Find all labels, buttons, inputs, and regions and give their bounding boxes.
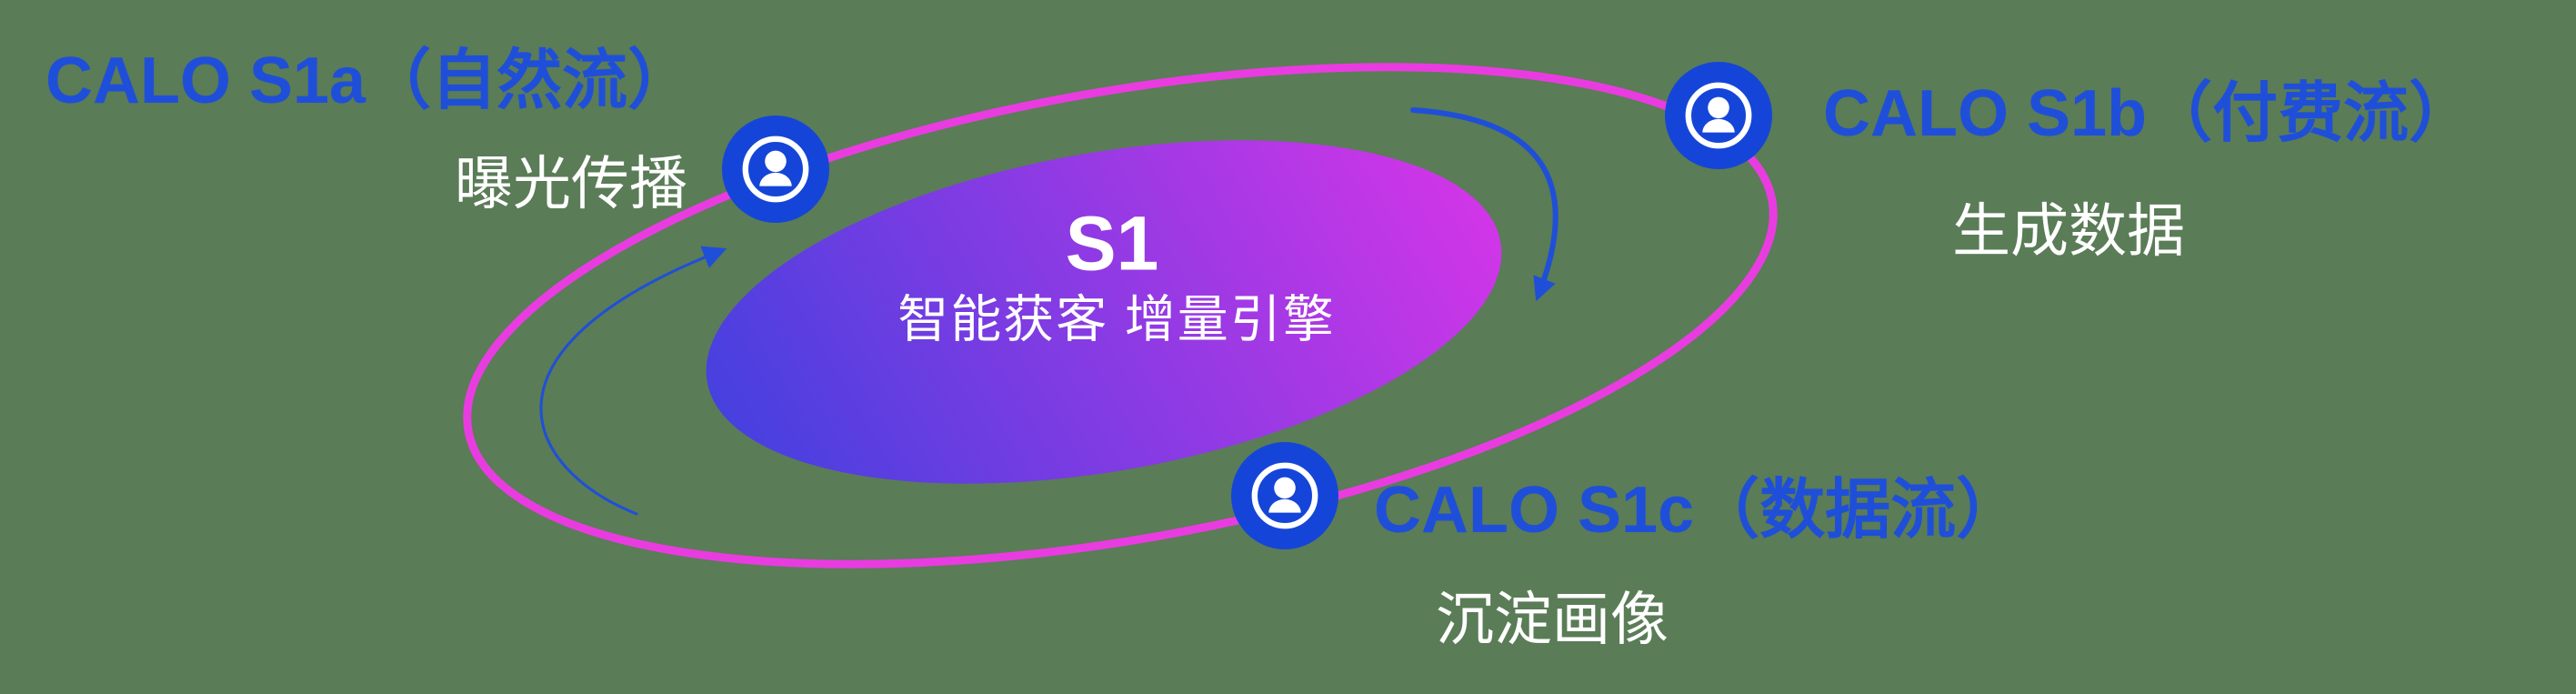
- node-subtitle-s1c: 沉淀画像: [1436, 587, 1669, 652]
- core-title: S1: [1065, 200, 1159, 287]
- node-title-s1a: CALO S1a（自然流）: [45, 45, 694, 117]
- node-title-s1b: CALO S1b（付费流）: [1823, 77, 2475, 150]
- node-title-s1c: CALO S1c（数据流）: [1374, 474, 2022, 547]
- node-subtitle-s1b: 生成数据: [1952, 198, 2185, 264]
- flow-arrow-left: [539, 246, 727, 516]
- node-subtitle-s1a: 曝光传播: [455, 151, 687, 216]
- user-icon: [722, 116, 829, 223]
- flow-arrow-top-right: [1410, 107, 1559, 302]
- core-gradient-ellipse: [706, 140, 1502, 484]
- user-icon: [1665, 62, 1772, 169]
- core-subtitle: 智能获客 增量引擎: [897, 290, 1336, 348]
- user-icon: [1231, 442, 1338, 549]
- orbit-ellipse: [463, 63, 1778, 568]
